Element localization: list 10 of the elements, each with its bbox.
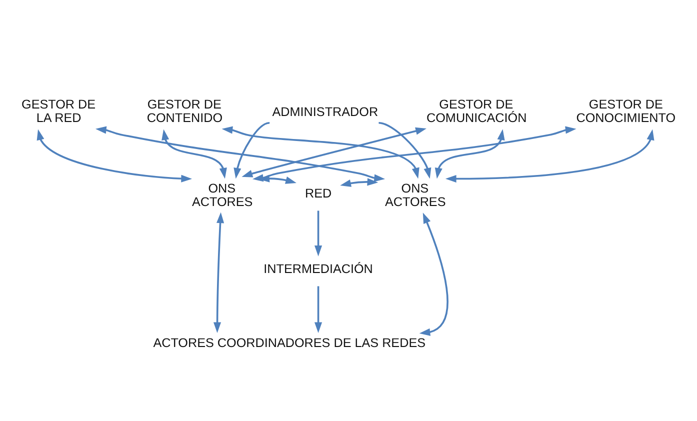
node-text: ADMINISTRADOR [272,104,378,118]
node-text: ONS ACTORES [192,181,253,209]
node-text: RED [304,186,332,200]
node-text: ONS ACTORES [385,181,446,209]
node-text: GESTOR DE CONTENIDO [146,97,223,125]
node-text: ACTORES COORDINADORES DE LAS REDES [153,335,426,350]
node-text: GESTOR DE LA RED [22,97,96,125]
node-text: GESTOR DE CONOCIMIENTO [576,97,676,125]
node-text: GESTOR DE COMUNICACIÓN [426,97,527,125]
node-text: INTERMEDIACIÓN [264,262,373,276]
